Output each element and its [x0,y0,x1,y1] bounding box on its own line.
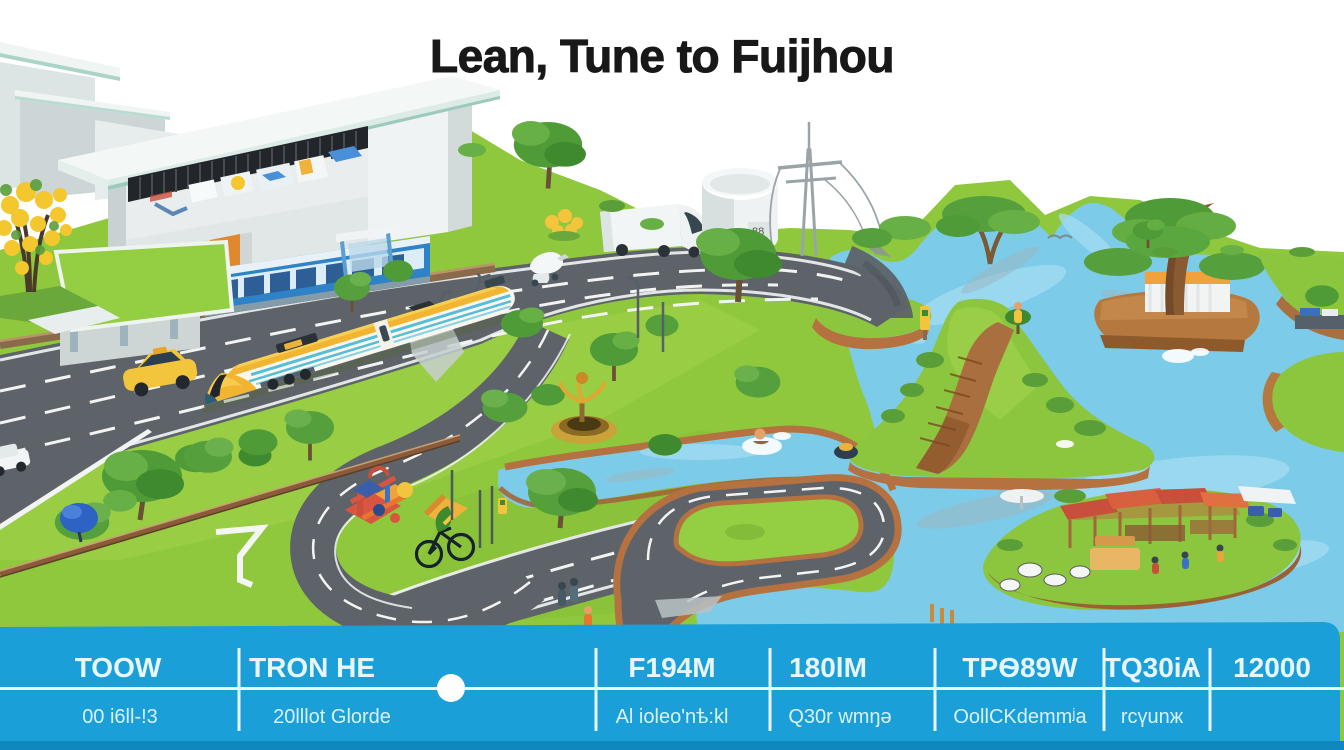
svg-text:20lllot Glorde: 20lllot Glorde [273,706,391,728]
svg-text:TQ30iѦ: TQ30iѦ [1104,652,1201,683]
svg-text:12000: 12000 [1233,652,1311,683]
svg-text:OollCKdemmʲa: OollCKdemmʲa [953,706,1087,728]
svg-text:rcүunж: rcүunж [1121,706,1184,728]
svg-text:TPѲ89W: TPѲ89W [962,652,1078,683]
svg-text:Q30r wmŋə: Q30r wmŋə [788,706,891,728]
svg-text:TRON HE: TRON HE [249,652,375,683]
svg-text:Lean, Tune to Fuijhou: Lean, Tune to Fuijhou [430,30,894,82]
svg-text:F194M: F194M [628,652,715,683]
svg-text:TOOW: TOOW [75,652,162,683]
svg-text:Al ioleo'nѣ:kl: Al ioleo'nѣ:kl [616,706,729,728]
svg-text:180lM: 180lM [789,652,867,683]
svg-text:00 i6ll΀-!3: 00 i6ll΀-!3 [82,706,158,728]
